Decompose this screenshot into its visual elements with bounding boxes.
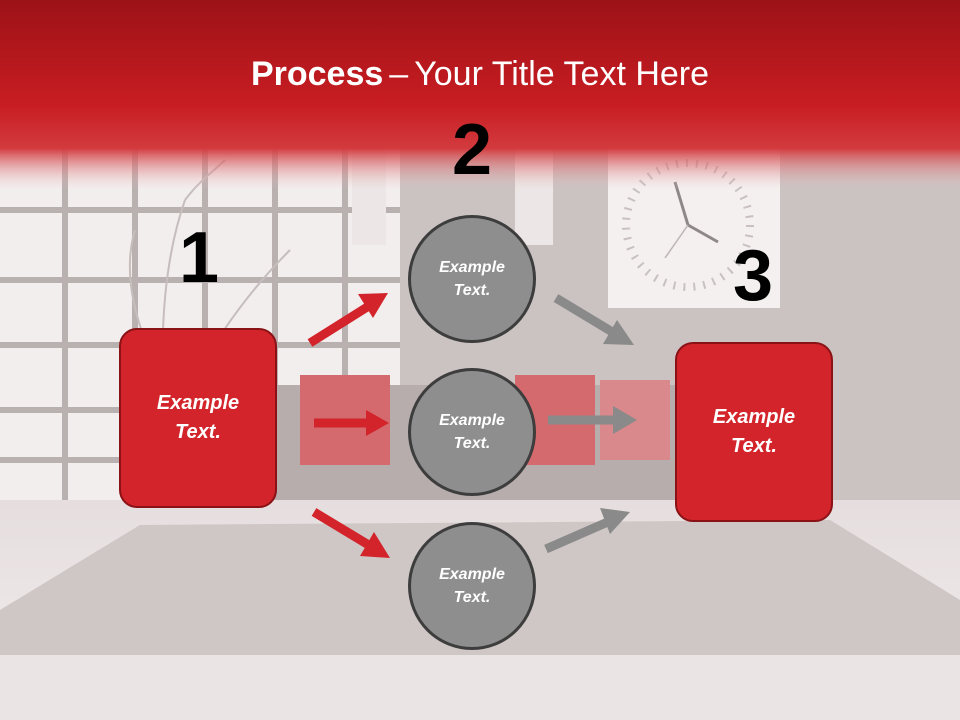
step-3-line-1: Example bbox=[712, 406, 796, 428]
circle-bottom-text: Example Text. bbox=[427, 563, 517, 609]
circle-middle-line-1: Example bbox=[439, 412, 505, 429]
title-rest: Your Title Text Here bbox=[414, 55, 710, 93]
step-1-box: Example Text. bbox=[119, 328, 277, 508]
step-3-text: Example Text. bbox=[699, 403, 809, 461]
step-number-3: 3 bbox=[732, 236, 774, 316]
circle-bottom-line-2: Text. bbox=[453, 589, 491, 606]
step-3-line-2: Text. bbox=[731, 435, 777, 457]
gray-arrow-up bbox=[544, 508, 630, 554]
title-bold-word: Process bbox=[250, 55, 384, 93]
step-2-circle-middle: Example Text. bbox=[408, 368, 536, 496]
circle-bottom-line-1: Example bbox=[439, 566, 505, 583]
step-1-line-2: Text. bbox=[175, 421, 221, 443]
step-number-1: 1 bbox=[178, 218, 220, 298]
circle-top-text: Example Text. bbox=[427, 256, 517, 302]
circle-top-line-2: Text. bbox=[453, 282, 491, 299]
circle-top-line-1: Example bbox=[439, 259, 505, 276]
slide-title: Process–Your Title Text Here bbox=[0, 52, 960, 96]
circle-middle-line-2: Text. bbox=[453, 435, 491, 452]
gray-arrow-middle bbox=[548, 406, 637, 434]
step-2-circle-bottom: Example Text. bbox=[408, 522, 536, 650]
step-1-text: Example Text. bbox=[143, 389, 253, 447]
circle-middle-text: Example Text. bbox=[427, 409, 517, 455]
gray-arrow-down bbox=[553, 294, 634, 345]
step-number-2: 2 bbox=[451, 110, 493, 190]
red-arrow-middle bbox=[314, 410, 389, 436]
title-dash: – bbox=[389, 55, 409, 93]
step-3-box: Example Text. bbox=[675, 342, 833, 522]
step-2-circle-top: Example Text. bbox=[408, 215, 536, 343]
red-arrow-up bbox=[307, 293, 388, 347]
red-arrow-down bbox=[311, 508, 390, 558]
step-1-line-1: Example bbox=[156, 392, 240, 414]
